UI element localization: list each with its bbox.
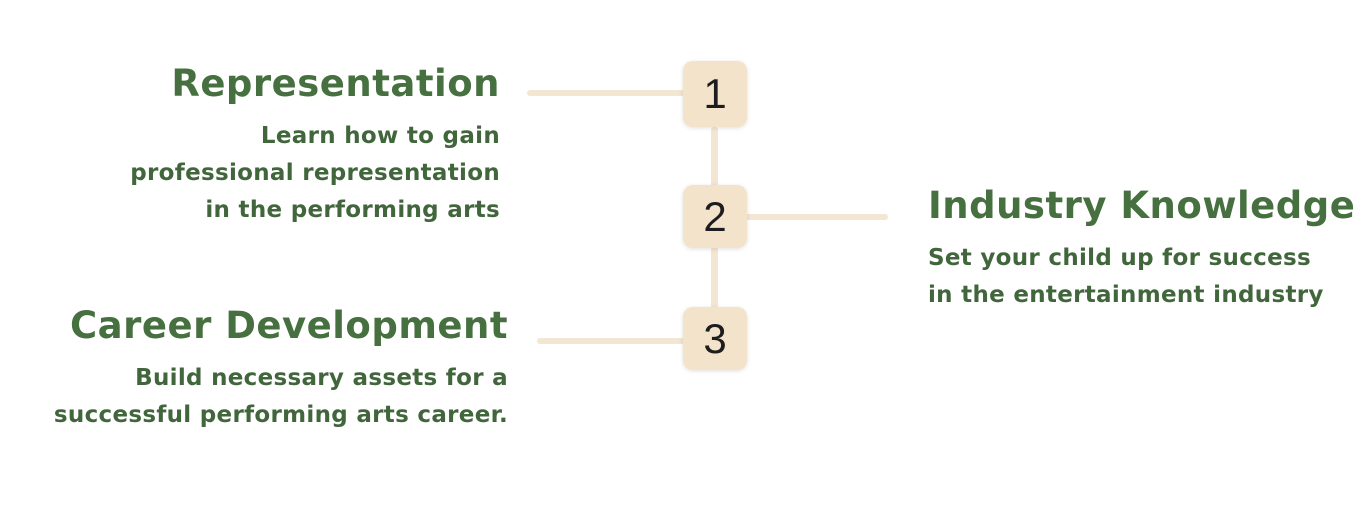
- step-description-industry-knowledge: Set your child up for success in the ent…: [928, 240, 1355, 314]
- step-title-career-development: Career Development: [70, 304, 508, 347]
- step-number-2: 2: [703, 192, 727, 240]
- step-description-career-development: Build necessary assets for a successful …: [54, 360, 508, 434]
- step-description-representation: Learn how to gain professional represent…: [130, 118, 500, 229]
- step-title-representation: Representation: [171, 62, 500, 105]
- description-line: in the performing arts: [205, 196, 500, 223]
- description-line: professional representation: [130, 159, 500, 186]
- step-number-box-3: 3: [683, 307, 747, 370]
- step-number-3: 3: [703, 314, 727, 362]
- step-number-1: 1: [703, 70, 727, 117]
- step-block-industry-knowledge: Industry Knowledge Set your child up for…: [928, 184, 1356, 314]
- step-block-career-development: Career Development Build necessary asset…: [54, 304, 508, 434]
- vertical-connector-1-2: [711, 127, 718, 187]
- vertical-connector-2-3: [711, 247, 718, 309]
- description-line: Set your child up for success: [928, 244, 1311, 271]
- step-title-industry-knowledge: Industry Knowledge: [928, 184, 1356, 227]
- description-line: Learn how to gain: [260, 122, 500, 149]
- step-number-box-2: 2: [683, 185, 747, 248]
- description-line: in the entertainment industry: [928, 281, 1324, 308]
- description-line: Build necessary assets for a: [135, 364, 508, 391]
- description-line: successful performing arts career.: [53, 401, 508, 428]
- step-block-representation: Representation Learn how to gain profess…: [130, 62, 500, 229]
- connector-representation: [527, 90, 685, 96]
- connector-industry-knowledge: [745, 214, 888, 220]
- step-number-box-1: 1: [683, 61, 747, 127]
- connector-career-development: [537, 338, 685, 344]
